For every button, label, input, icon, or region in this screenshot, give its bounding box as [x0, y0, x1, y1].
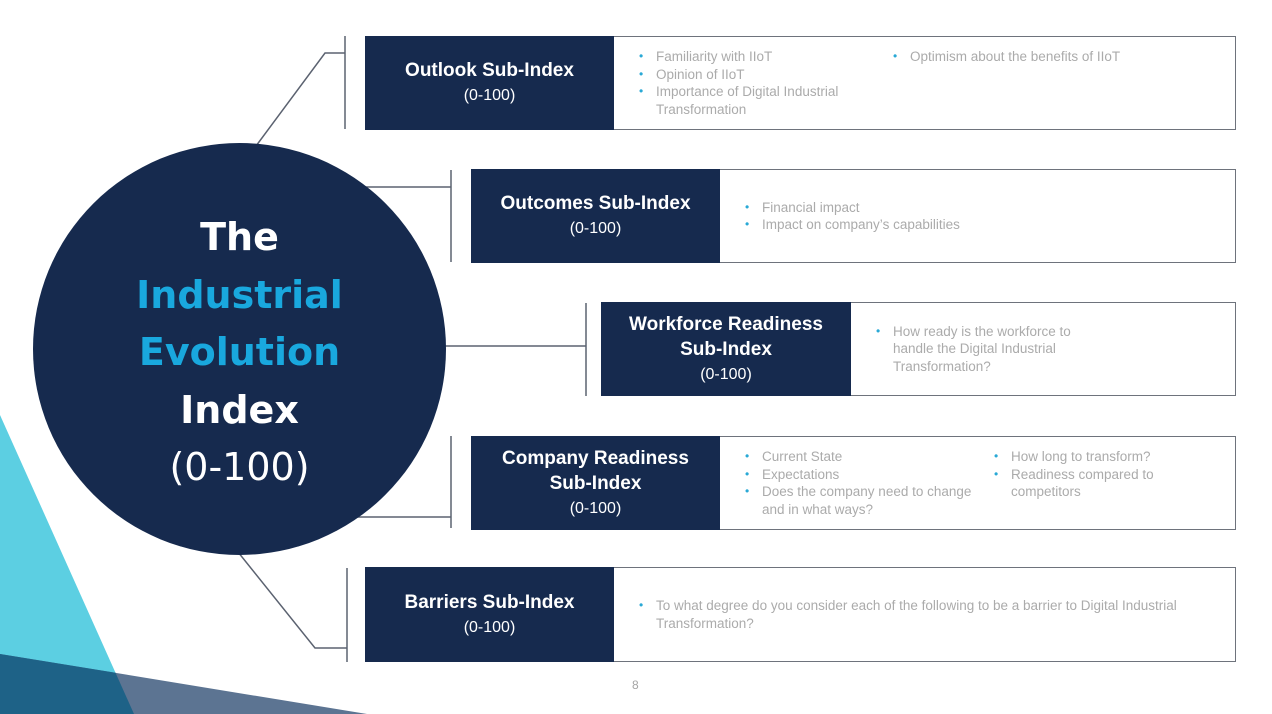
- sub-index-description: Familiarity with IIoT Opinion of IIoT Im…: [614, 36, 1236, 130]
- bullet-column: How long to transform? Readiness compare…: [994, 448, 1194, 501]
- bullet-item: How ready is the workforce to handle the…: [876, 323, 1093, 376]
- sub-index-company-readiness: Company Readiness Sub-Index (0-100) Curr…: [471, 436, 1236, 530]
- sub-index-title-box: Barriers Sub-Index (0-100): [365, 567, 614, 662]
- bullet-item: To what degree do you consider each of t…: [639, 597, 1196, 632]
- sub-index-description: To what degree do you consider each of t…: [614, 567, 1236, 662]
- decorative-overlap-triangle: [0, 654, 134, 714]
- sub-index-range: (0-100): [569, 220, 622, 237]
- bullet-item: Does the company need to change and in w…: [745, 483, 987, 518]
- sub-index-description: Current State Expectations Does the comp…: [720, 436, 1236, 530]
- sub-index-title-box: Workforce Readiness Sub-Index (0-100): [601, 302, 851, 396]
- industrial-evolution-index-circle: The Industrial Evolution Index (0-100): [33, 143, 446, 555]
- bullet-column: To what degree do you consider each of t…: [639, 597, 1199, 632]
- index-title-line-4: Index: [180, 387, 299, 432]
- bullet-column: Optimism about the benefits of IIoT: [893, 48, 1193, 66]
- sub-index-description: Financial impact Impact on company’s cap…: [720, 169, 1236, 263]
- bullet-column: Familiarity with IIoT Opinion of IIoT Im…: [639, 48, 893, 118]
- bullet-item: Expectations: [745, 466, 987, 484]
- bullet-item: Importance of Digital Industrial Transfo…: [639, 83, 891, 118]
- sub-index-title: Outlook Sub-Index: [405, 60, 574, 81]
- bullet-item: Opinion of IIoT: [639, 66, 891, 84]
- sub-index-title-box: Company Readiness Sub-Index (0-100): [471, 436, 720, 530]
- decorative-cyan-triangle: [0, 415, 134, 714]
- index-title-line-2: Industrial: [136, 272, 343, 317]
- sub-index-title: Outcomes Sub-Index: [500, 193, 691, 214]
- sub-index-range: (0-100): [463, 87, 516, 104]
- sub-index-range: (0-100): [463, 618, 516, 636]
- bullet-item: Familiarity with IIoT: [639, 48, 891, 66]
- sub-index-workforce-readiness: Workforce Readiness Sub-Index (0-100) Ho…: [601, 302, 1236, 396]
- sub-index-range: (0-100): [569, 499, 622, 517]
- sub-index-title-box: Outlook Sub-Index (0-100): [365, 36, 614, 130]
- bullet-column: Financial impact Impact on company’s cap…: [745, 199, 1145, 234]
- sub-index-outcomes: Outcomes Sub-Index (0-100) Financial imp…: [471, 169, 1236, 263]
- sub-index-title-box: Outcomes Sub-Index (0-100): [471, 169, 720, 263]
- index-title: The Industrial Evolution Index (0-100): [33, 209, 446, 497]
- sub-index-description: How ready is the workforce to handle the…: [851, 302, 1236, 396]
- bullet-item: Impact on company’s capabilities: [745, 216, 1145, 234]
- connector-barriers: [237, 551, 347, 649]
- sub-index-title: Workforce Readiness Sub-Index: [629, 313, 823, 360]
- page-number: 8: [632, 678, 639, 692]
- bullet-item: Current State: [745, 448, 987, 466]
- bullet-column: Current State Expectations Does the comp…: [745, 448, 994, 518]
- bullet-item: How long to transform?: [994, 448, 1186, 466]
- sub-index-barriers: Barriers Sub-Index (0-100) To what degre…: [365, 567, 1236, 662]
- index-title-line-1: The: [200, 215, 279, 259]
- bullet-item: Readiness compared to competitors: [994, 466, 1186, 501]
- bullet-column: How ready is the workforce to handle the…: [876, 323, 1091, 376]
- sub-index-title: Barriers Sub-Index: [404, 591, 575, 613]
- sub-index-range: (0-100): [700, 365, 752, 383]
- index-title-line-3: Evolution: [138, 330, 341, 374]
- sub-index-title: Company Readiness Sub-Index: [502, 447, 689, 494]
- bullet-item: Financial impact: [745, 199, 1145, 217]
- sub-index-outlook: Outlook Sub-Index (0-100) Familiarity wi…: [365, 36, 1236, 130]
- index-range: (0-100): [169, 445, 310, 489]
- connector-outlook: [255, 52, 345, 147]
- bullet-item: Optimism about the benefits of IIoT: [893, 48, 1193, 66]
